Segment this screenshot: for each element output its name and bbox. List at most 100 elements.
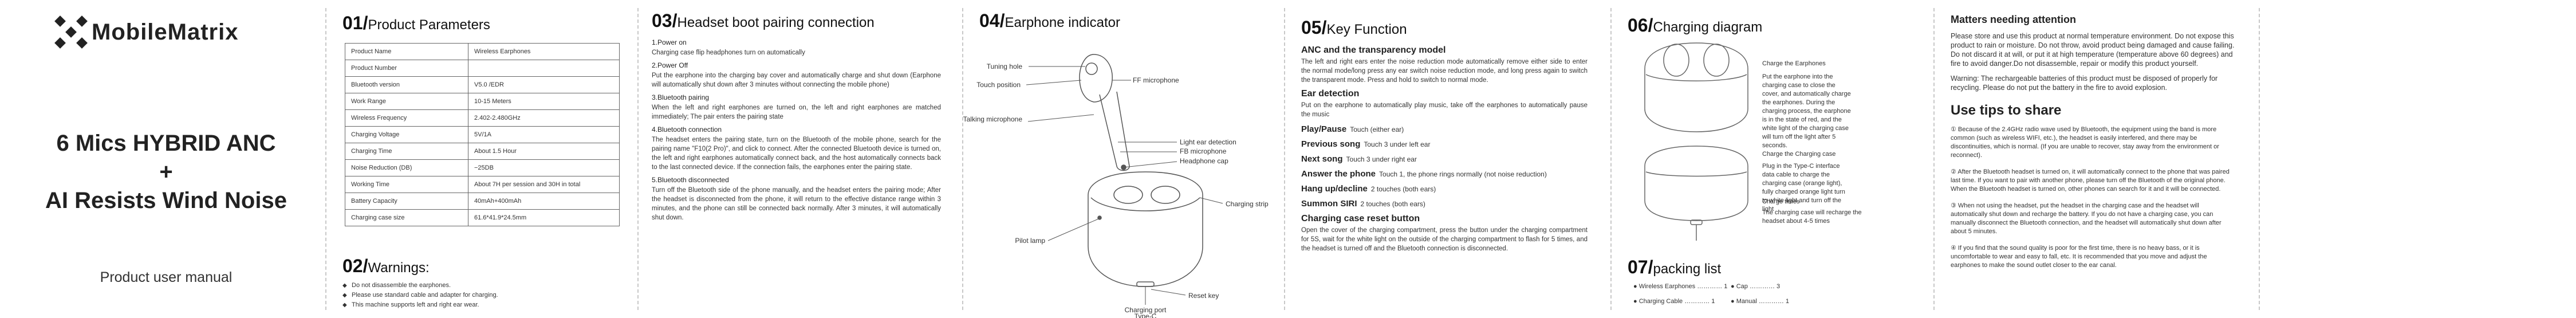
tip-item: ③ When not using the headset, put the he… <box>1951 202 2237 236</box>
fold-line <box>962 8 963 310</box>
fold-line <box>637 8 639 310</box>
fold-line <box>2259 8 2260 310</box>
pairing-step-text: Put the earphone into the charging bay c… <box>652 72 941 88</box>
param-key: Working Time <box>345 176 468 193</box>
brand-name: MobileMatrix <box>92 19 239 45</box>
tip-number: ③ <box>1951 202 1958 209</box>
packing-heading: 07/packing list <box>1628 257 1721 278</box>
ear-title: Ear detection <box>1301 89 1360 99</box>
label-port-type: Type-C <box>1135 312 1157 318</box>
brand-logo: MobileMatrix <box>54 15 239 49</box>
packing-list: ● Wireless Earphones ………… 1● Cap ………… 3●… <box>1633 283 1840 313</box>
matters-title: Matters needing attention <box>1951 14 2077 25</box>
note3-title: Charge times <box>1762 198 1800 205</box>
warning-item: Please use standard cable and adapter fo… <box>342 290 623 300</box>
params-row: Product Number <box>345 60 620 77</box>
indicator-panel: 04/Earphone indicator <box>962 0 1284 318</box>
tip-item: ④ If you find that the sound quality is … <box>1951 244 2237 270</box>
ear-text: Put on the earphone to automatically pla… <box>1301 102 1588 118</box>
param-value: 40mAh+400mAh <box>468 193 620 210</box>
param-key: Product Name <box>345 43 468 60</box>
param-value: −25DB <box>468 159 620 176</box>
keyfn-heading: 05/Key Function <box>1301 17 1407 38</box>
param-value: About 7H per session and 30H in total <box>468 176 620 193</box>
key-action: Next song <box>1301 154 1343 164</box>
key-action: Hang up/decline <box>1301 184 1368 194</box>
charging-title: Charging diagram <box>1653 19 1763 35</box>
earbud-illustration <box>1079 54 1130 171</box>
packing-item: ● Cap ………… 3 <box>1731 283 1781 290</box>
label-light-ear: Light ear detection <box>1180 138 1236 146</box>
charging-heading: 06/Charging diagram <box>1628 15 1762 36</box>
reset-title: Charging case reset button <box>1301 214 1420 223</box>
tip-text: When not using the headset, put the head… <box>1951 202 2221 235</box>
label-talking-mic: Talking microphone <box>963 115 1023 123</box>
packing-num: 07/ <box>1628 257 1653 277</box>
params-title: Product Parameters <box>368 17 490 33</box>
reset-text: Open the cover of the charging compartme… <box>1301 227 1588 252</box>
tip-item: ② After the Bluetooth headset is turned … <box>1951 168 2237 194</box>
packing-item-name: Charging Cable <box>1638 298 1683 305</box>
param-value: 61.6*41.9*24.5mm <box>468 209 620 226</box>
keyfn-panel: 05/Key Function ANC and the transparency… <box>1284 0 1610 318</box>
blank-panel <box>2259 0 2576 318</box>
case-illustration <box>1088 171 1203 287</box>
matters-paragraphs: Please store and use this product at nor… <box>1951 32 2237 92</box>
key-action: Play/Pause <box>1301 124 1347 134</box>
pairing-title: Headset boot pairing connection <box>677 15 875 30</box>
param-value: Wireless Earphones <box>468 43 620 60</box>
fold-line <box>1284 8 1285 310</box>
charge-note-3: Charge times The charging case will rech… <box>1762 198 1877 226</box>
param-value: 10-15 Meters <box>468 93 620 110</box>
params-row: Noise Reduction (DB)−25DB <box>345 159 620 176</box>
charging-panel: 06/Charging diagram Charge the Earphones… <box>1610 0 1933 318</box>
matters-panel: Matters needing attention Please store a… <box>1933 0 2259 318</box>
param-key: Charging Time <box>345 143 468 160</box>
packing-item: ● Charging Cable ………… 1 <box>1633 298 1715 305</box>
key-gesture: Touch (either ear) <box>1350 125 1404 134</box>
charge-note-2: Charge the Charging case Plug in the Typ… <box>1762 150 1851 214</box>
packing-item-qty: 1 <box>1785 298 1790 305</box>
key-gesture: 2 touches (both ears) <box>1360 200 1425 208</box>
param-key: Noise Reduction (DB) <box>345 159 468 176</box>
param-key: Battery Capacity <box>345 193 468 210</box>
anc-title: ANC and the transparency model <box>1301 45 1446 55</box>
pairing-step-text: Turn off the Bluetooth side of the phone… <box>652 187 941 221</box>
indicator-title: Earphone indicator <box>1005 15 1120 30</box>
packing-item-name: Cap <box>1736 283 1748 290</box>
keyfn-num: 05/ <box>1301 17 1327 38</box>
label-headphone-cap: Headphone cap <box>1180 157 1228 165</box>
headline-line-3: AI Resists Wind Noise <box>45 188 287 213</box>
packing-item-qty: 1 <box>1724 283 1728 290</box>
indicator-num: 04/ <box>979 10 1005 31</box>
charging-num: 06/ <box>1628 15 1653 36</box>
note1-title: Charge the Earphones <box>1762 60 1826 67</box>
headline-line-1: 6 Mics HYBRID ANC <box>56 131 276 156</box>
label-charging-port: Charging port <box>1125 306 1167 314</box>
pairing-step-title: 3.Bluetooth pairing <box>652 93 710 101</box>
key-gesture: 2 touches (both ears) <box>1370 185 1436 193</box>
pairing-panel: 03/Headset boot pairing connection 1.Pow… <box>637 0 962 318</box>
warnings-list: Do not disassemble the earphones.Please … <box>342 281 623 310</box>
tip-text: After the Bluetooth headset is turned on… <box>1951 168 2230 193</box>
pairing-step-title: 2.Power Off <box>652 61 688 69</box>
fold-line <box>1610 8 1612 310</box>
param-value: About 1.5 Hour <box>468 143 620 160</box>
tip-text: Because of the 2.4GHz radio wave used by… <box>1951 126 2219 159</box>
packing-row: ● Charging Cable ………… 1● Manual ………… 1 <box>1633 298 1840 305</box>
note3-text: The charging case will recharge the head… <box>1762 209 1862 225</box>
